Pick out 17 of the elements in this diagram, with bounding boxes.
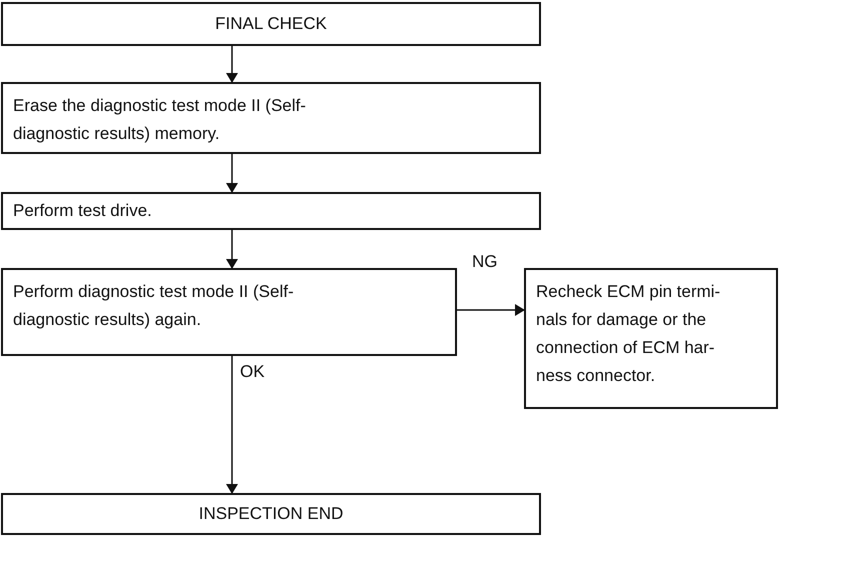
process-box (1, 82, 541, 154)
terminal-box (1, 493, 541, 535)
process-box (524, 268, 778, 409)
box-text: INSPECTION END (198, 503, 344, 525)
arrow (457, 304, 525, 316)
arrow (226, 230, 238, 269)
arrow (226, 46, 238, 83)
process-box (1, 192, 541, 230)
box-text: Perform test drive. (13, 200, 153, 222)
box-text: FINAL CHECK (214, 13, 328, 35)
box-text: Erase the diagnostic test mode II (Self- diagnostic results) memory. (13, 95, 307, 145)
box-text: Recheck ECM pin termi- nals for damage or the connection of ECM har- ness connector. (536, 281, 722, 387)
box-text: Perform diagnostic test mode II (Self- diagnostic results) again. (13, 281, 295, 331)
process-box (1, 268, 457, 356)
arrow (226, 356, 238, 494)
arrow (226, 154, 238, 193)
terminal-box (1, 2, 541, 46)
